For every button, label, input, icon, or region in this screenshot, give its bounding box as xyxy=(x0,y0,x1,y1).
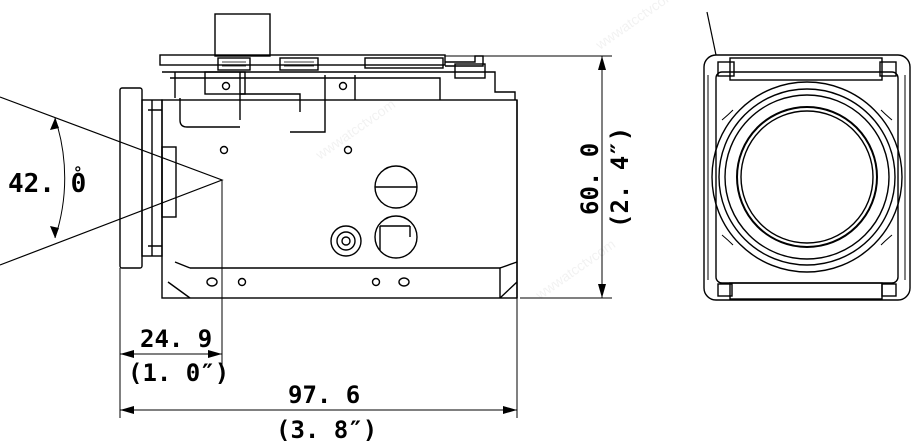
slot-hole xyxy=(398,277,410,287)
bottom-bracket-left xyxy=(717,283,733,297)
lens-front-ring xyxy=(119,87,143,269)
screw xyxy=(343,145,353,155)
screw xyxy=(338,81,348,91)
lens-ring xyxy=(724,94,890,260)
side-view xyxy=(119,13,518,299)
slot-hole xyxy=(206,277,218,287)
pcb-connector-right xyxy=(279,57,319,71)
front-housing-inner xyxy=(715,71,899,284)
lens-glass xyxy=(736,106,878,248)
top-bracket-right xyxy=(879,61,897,77)
watermark-text: wwwatcctvcom xyxy=(532,236,618,303)
front-depth-inch: (1. 0″) xyxy=(128,359,229,387)
iris-connector xyxy=(330,225,362,257)
height-mm: 60. 0 xyxy=(576,143,604,215)
iris-connector xyxy=(341,236,351,246)
hole xyxy=(371,277,381,287)
screw xyxy=(219,145,229,155)
total-length-mm: 97. 6 xyxy=(288,381,360,409)
pcb-tab xyxy=(454,63,486,79)
motor-block xyxy=(204,71,246,95)
screw xyxy=(221,81,231,91)
pcb-component xyxy=(364,57,444,69)
bottom-bracket xyxy=(729,282,883,300)
pcb-connector-left xyxy=(217,57,251,71)
bottom-bracket-right xyxy=(881,283,897,297)
front-depth-mm: 24. 9 xyxy=(140,325,212,353)
front-depth-dimension-lines xyxy=(119,180,223,418)
cutout-circle xyxy=(374,215,418,259)
view-angle-unit: ° xyxy=(73,163,83,182)
height-inch: (2. 4″) xyxy=(606,127,634,228)
lens-outer-ring xyxy=(711,81,903,273)
top-bracket-left xyxy=(717,61,735,77)
top-pcb-board xyxy=(159,54,446,66)
height-dimension-lines xyxy=(445,55,612,299)
top-bracket xyxy=(729,57,883,81)
lens-ring xyxy=(718,88,896,266)
hole xyxy=(237,277,247,287)
lens-mount xyxy=(161,146,177,218)
front-view xyxy=(703,11,911,301)
watermark-text: wwwatcctvcom xyxy=(592,0,678,53)
total-length-inch: (3. 8″) xyxy=(276,416,377,444)
ribbon-cable xyxy=(214,13,271,57)
total-length-dimension-lines xyxy=(120,298,518,418)
front-housing-outer xyxy=(703,54,911,301)
lens-glass-inner xyxy=(740,110,874,244)
iris-connector xyxy=(336,231,356,251)
view-angle-value: 42. 0 xyxy=(8,169,86,199)
